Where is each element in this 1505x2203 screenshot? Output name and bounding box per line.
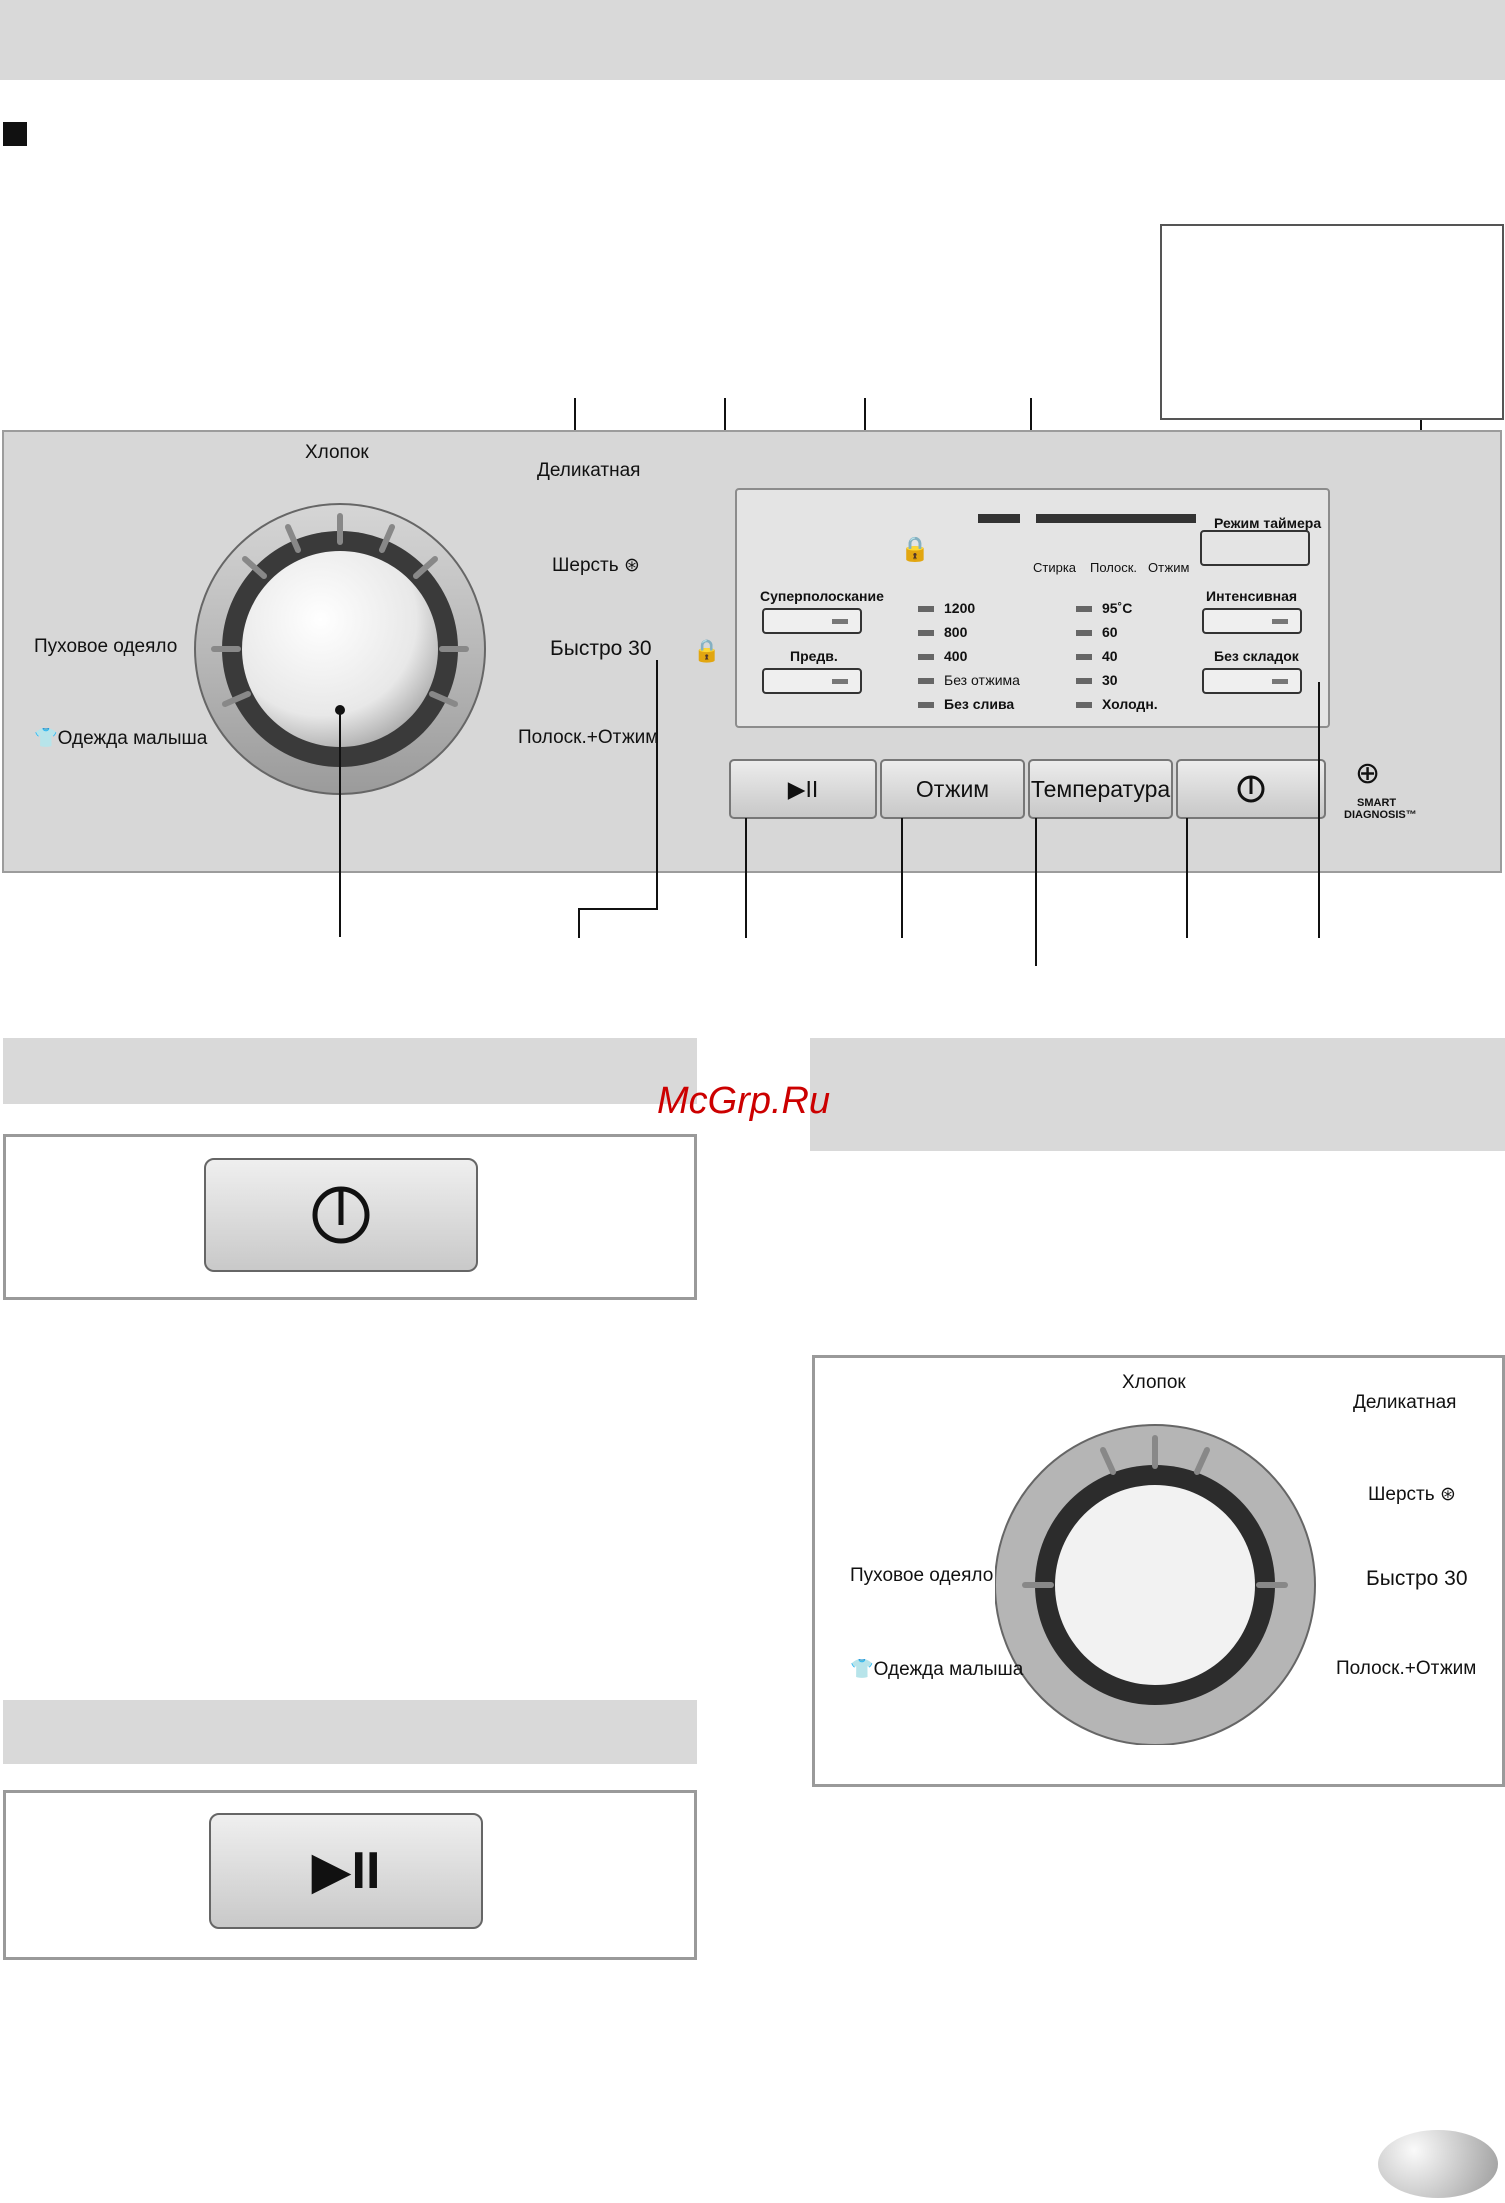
- start-pause-icon: ▶II: [311, 1842, 381, 1900]
- led: [1076, 702, 1092, 708]
- section-bar: [3, 1038, 697, 1104]
- intensive-label: Интенсивная: [1206, 588, 1298, 604]
- smart-line1: SMART: [1357, 797, 1397, 809]
- lock-icon: 🔒: [900, 536, 930, 563]
- dial-label-rinse-spin: Полоск.+Отжим: [1336, 1658, 1477, 1679]
- callout-line: [745, 818, 747, 938]
- power-button-large[interactable]: [204, 1158, 478, 1272]
- start-pause-button[interactable]: ▶II: [729, 759, 877, 819]
- dial-label-wool: Шерсть ⊛: [552, 555, 640, 576]
- led: [1076, 654, 1092, 660]
- dial-label-quick30: Быстро 30: [1366, 1567, 1468, 1590]
- temp-option: 60: [1102, 624, 1118, 640]
- dial-label-delicate: Деликатная: [537, 460, 641, 481]
- smart-line2: DIAGNOSIS™: [1344, 809, 1417, 821]
- program-dial-large[interactable]: [995, 1410, 1325, 1745]
- stage-wash: Стирка: [1033, 560, 1077, 575]
- callout-line: [1035, 818, 1037, 966]
- power-icon: [312, 1186, 370, 1244]
- dial-label-cotton: Хлопок: [305, 442, 369, 463]
- spin-option: Без слива: [944, 696, 1015, 712]
- page-number-badge: [1378, 2130, 1498, 2198]
- watermark: McGrp.Ru: [657, 1080, 831, 1122]
- led: [918, 654, 934, 660]
- spin-option: 800: [944, 624, 968, 640]
- no-crease-button[interactable]: [1202, 668, 1302, 694]
- led: [1076, 678, 1092, 684]
- prewash-button[interactable]: [762, 668, 862, 694]
- led: [1076, 630, 1092, 636]
- spin-option: Без отжима: [944, 672, 1020, 688]
- no-crease-label: Без складок: [1214, 648, 1299, 664]
- super-rinse-button[interactable]: [762, 608, 862, 634]
- program-dial[interactable]: [190, 464, 490, 819]
- start-pause-button-large[interactable]: ▶II: [209, 1813, 483, 1929]
- dial-label-delicate: Деликатная: [1353, 1392, 1457, 1413]
- smart-diagnosis-icon: ⊕: [1355, 757, 1381, 790]
- spin-option: 400: [944, 648, 968, 664]
- dial-label-duvet: Пуховое одеяло: [850, 1565, 994, 1586]
- dial-label-wool: Шерсть ⊛: [1368, 1484, 1456, 1505]
- spin-button[interactable]: Отжим: [880, 759, 1025, 819]
- dial-callout: [339, 712, 341, 937]
- led: [918, 606, 934, 612]
- timer-label: Режим таймера: [1214, 515, 1322, 531]
- power-button[interactable]: [1176, 759, 1326, 819]
- section-bar: [810, 1038, 1505, 1151]
- dial-label-cotton: Хлопок: [1122, 1372, 1186, 1393]
- callout-line: [578, 908, 658, 910]
- callout-line: [901, 818, 903, 938]
- wool-icon: ⊛: [1439, 1484, 1456, 1505]
- baby-shirt-icon: 👕: [34, 728, 58, 749]
- segment-bar: [1036, 514, 1196, 523]
- intensive-button[interactable]: [1202, 608, 1302, 634]
- dial-label-quick30: Быстро 30: [550, 637, 652, 660]
- stage-spin: Отжим: [1148, 560, 1190, 575]
- led: [1076, 606, 1092, 612]
- temperature-button[interactable]: Температура: [1028, 759, 1173, 819]
- dial-label-baby: 👕Одежда малыша: [34, 728, 208, 749]
- temp-option: 95˚C: [1102, 600, 1133, 616]
- callout-line: [1186, 818, 1188, 938]
- callout-line: [1318, 682, 1320, 938]
- callout-line: [578, 910, 580, 938]
- note-box: [1160, 224, 1504, 420]
- section-square-icon: [3, 122, 27, 146]
- led: [918, 630, 934, 636]
- wool-icon: ⊛: [623, 555, 640, 576]
- stage-rinse: Полоск.: [1090, 560, 1138, 575]
- baby-shirt-icon: 👕: [850, 1659, 874, 1680]
- temp-option: Холодн.: [1102, 696, 1158, 712]
- section-bar: [3, 1700, 697, 1764]
- temp-option: 40: [1102, 648, 1118, 664]
- prewash-label: Предв.: [790, 648, 838, 664]
- led: [918, 702, 934, 708]
- segment-bar: [978, 514, 1020, 523]
- super-rinse-label: Суперполоскание: [760, 588, 884, 604]
- callout-line: [656, 660, 658, 910]
- dial-label-duvet: Пуховое одеяло: [34, 636, 178, 657]
- timer-window: [1200, 530, 1310, 566]
- header-bar: [0, 0, 1505, 80]
- dial-label-rinse-spin: Полоск.+Отжим: [518, 727, 659, 748]
- power-icon: [1237, 775, 1265, 803]
- dial-label-baby: 👕Одежда малыша: [850, 1659, 1024, 1680]
- child-lock-icon: 🔒: [693, 638, 721, 663]
- led: [918, 678, 934, 684]
- temp-option: 30: [1102, 672, 1118, 688]
- spin-option: 1200: [944, 600, 976, 616]
